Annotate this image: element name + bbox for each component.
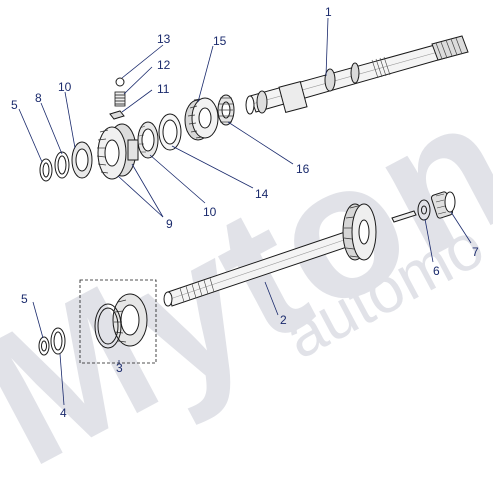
callout-9: 9 bbox=[166, 217, 173, 231]
callout-4: 4 bbox=[60, 406, 67, 420]
washer-6 bbox=[417, 199, 431, 221]
callout-10-top: 10 bbox=[58, 80, 72, 94]
callout-2: 2 bbox=[280, 313, 287, 327]
callout-5-top: 5 bbox=[11, 98, 18, 112]
callout-8: 8 bbox=[35, 91, 42, 105]
callout-11: 11 bbox=[157, 82, 170, 96]
bearing-16 bbox=[217, 94, 235, 126]
main-shaft bbox=[245, 35, 469, 115]
circlip-5-bottom bbox=[38, 336, 50, 356]
callout-12: 12 bbox=[157, 58, 171, 72]
needle-bearing-7 bbox=[430, 191, 456, 219]
synchro-ring-10-right bbox=[137, 121, 159, 159]
callout-labels: 1 15 13 12 11 10 8 5 16 14 10 9 2 3 5 4 … bbox=[11, 5, 479, 420]
callout-13: 13 bbox=[157, 32, 171, 46]
synchro-hub-9 bbox=[96, 123, 139, 180]
detent-parts bbox=[109, 77, 126, 120]
dashed-group-box bbox=[79, 279, 157, 364]
synchro-ring-10-left bbox=[71, 141, 93, 179]
detent-plate-11 bbox=[109, 110, 125, 120]
callout-1: 1 bbox=[325, 5, 332, 19]
leader-lines bbox=[18, 17, 472, 406]
detent-spring-12 bbox=[114, 91, 126, 107]
callout-5-bottom: 5 bbox=[21, 292, 28, 306]
callout-14: 14 bbox=[255, 187, 269, 201]
callout-10-mid: 10 bbox=[203, 205, 217, 219]
pin bbox=[391, 210, 417, 223]
callout-16: 16 bbox=[296, 162, 310, 176]
countershaft-gear bbox=[342, 203, 377, 261]
ring-4 bbox=[50, 327, 66, 355]
callout-7: 7 bbox=[472, 245, 479, 259]
callout-6: 6 bbox=[433, 264, 440, 278]
bearing-assembly-3 bbox=[79, 279, 157, 364]
gear-15 bbox=[184, 97, 219, 141]
callout-3: 3 bbox=[116, 361, 123, 375]
callout-15: 15 bbox=[213, 34, 227, 48]
circlip-5-top bbox=[39, 158, 53, 182]
detent-ball-13 bbox=[115, 77, 125, 87]
ring-8 bbox=[54, 151, 70, 179]
ring-14 bbox=[158, 113, 182, 151]
